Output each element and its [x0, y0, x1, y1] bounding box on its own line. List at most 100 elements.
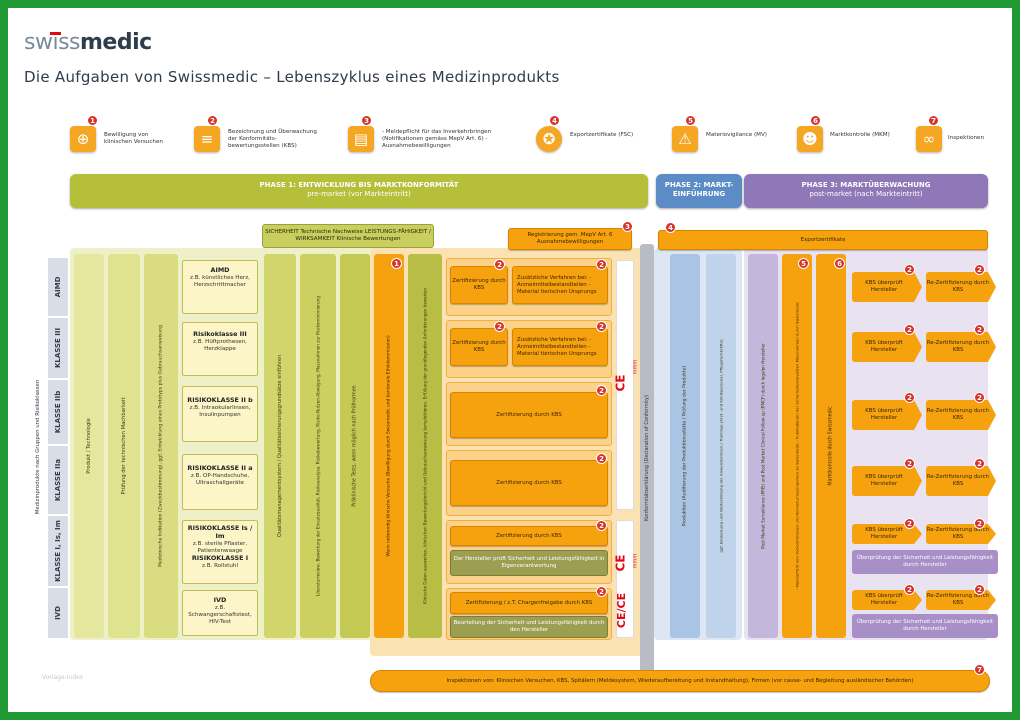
marker-2: 2 [494, 259, 505, 270]
ueberpruefung-sicherheit-box: Überprüfung der Sicherheit und Leistungs… [852, 614, 998, 638]
kbs-ueberprueft-arrow: KBS überprüft Hersteller [852, 466, 922, 496]
ce-strip-lower [616, 520, 634, 638]
zert-kbs-box-iia: Zertifizierung durch KBS [450, 460, 608, 506]
legend-number: 3 [361, 115, 372, 126]
corner-stamp: Vorlage-Index [42, 674, 84, 681]
zert-kbs-box-iib: Zertifizierung durch KBS [450, 392, 608, 438]
marker-3: 3 [622, 221, 633, 232]
marker-2: 2 [596, 259, 607, 270]
marker-2: 2 [596, 586, 607, 597]
inspector-person-icon: ☻ [797, 126, 823, 152]
legend-text: Marktkontrolle (MKM) [830, 132, 890, 138]
marker-2: 2 [904, 458, 915, 469]
marker-5: 5 [798, 258, 809, 269]
column-literatur: Literaturreview, Bewertung der Einsatzqu… [300, 254, 336, 638]
phase-3-subtitle: post-market (nach Markteintritt) [809, 190, 923, 198]
magnifier-plus-icon: ⊕ [70, 126, 96, 152]
phase-1-subtitle: pre-market (vor Markteintritt) [307, 190, 411, 198]
beurteilung-box: Beurteilung der Sicherheit und Leistungs… [450, 616, 608, 638]
kbs-ueberprueft-arrow: KBS überprüft Hersteller [852, 332, 922, 362]
ce-strip-upper [616, 260, 634, 510]
phase-3-title: PHASE 3: MARKTÜBERWACHUNG [801, 181, 931, 189]
marker-2: 2 [974, 584, 985, 595]
sicherheit-box: SICHERHEIT Technische Nachweise LEISTUNG… [262, 224, 434, 248]
marker-2: 2 [904, 392, 915, 403]
swissmedic-logo: swissmedic [24, 30, 152, 55]
rezert-arrow-small: Re-Zertifizierung durch KBS [926, 524, 996, 544]
column-produkt: Produkt / Technologie [74, 254, 104, 638]
legend-number: 2 [207, 115, 218, 126]
side-group-label: Medizinprodukte nach Gruppen und Risikok… [35, 379, 41, 515]
class-label-iii: KLASSE III [48, 318, 68, 378]
rezert-arrow: Re-Zertifizierung durch KBS [926, 400, 996, 430]
rezert-arrow: Re-Zertifizierung durch KBS [926, 466, 996, 496]
legend-text: Materiovigilance (MV) [706, 132, 767, 138]
kbs-ueberprueft-arrow: KBS überprüft Hersteller [852, 400, 922, 430]
column-produktion: Produktion (Auditierung der Produktionss… [670, 254, 700, 638]
zusatz-box-aimd: Zusätzliche Verfahren bei: - Arzneimitte… [512, 266, 608, 304]
logo-red-accent [50, 32, 61, 35]
ce-double-mark: CE/CE [615, 592, 629, 629]
exportzertifikate-box: Exportzertifikate [658, 230, 988, 250]
marker-4: 4 [665, 222, 676, 233]
hersteller-prueft-box: Der Hersteller prüft Sicherheit und Leis… [450, 550, 608, 576]
document-icon: ≡ [194, 126, 220, 152]
column-qualitaet: Qualitätsmanagementsystem / Qualitätssic… [264, 254, 296, 638]
legend-text: Exportzertifikate (FSC) [570, 132, 634, 138]
marker-1: 1 [391, 258, 402, 269]
rezert-arrow: Re-Zertifizierung durch KBS [926, 332, 996, 362]
legend-number: 1 [87, 115, 98, 126]
legend-number: 7 [928, 115, 939, 126]
legend-number: 4 [549, 115, 560, 126]
ce-mark: CE [613, 374, 628, 392]
column-klinisch: Klinische Daten auswerten, klinischen Be… [408, 254, 442, 638]
legend-text: - Meldepflicht für das Inverkehrbringen … [382, 129, 492, 149]
marker-2: 2 [596, 520, 607, 531]
marker-2: 2 [974, 458, 985, 469]
marker-6: 6 [834, 258, 845, 269]
zusatz-box-iii: Zusätzliche Verfahren bei: - Arzneimitte… [512, 328, 608, 366]
column-konformitaet: Konformitätserklärung (Declaration of Co… [640, 244, 654, 672]
column-versuche: Wenn notwendig klinische Versuche (Bewil… [374, 254, 404, 638]
legend-text: Bewilligung von klinischen Versuchen [104, 132, 163, 145]
marker-2: 2 [904, 584, 915, 595]
kbs-ueberprueft-arrow-small: KBS überprüft Hersteller [852, 590, 922, 610]
phase-2-title: PHASE 2: MARKT- [664, 181, 734, 189]
phase-1-title: PHASE 1: ENTWICKLUNG BIS MARKTKONFORMITÄ… [259, 181, 459, 189]
class-label-iia: KLASSE IIa [48, 446, 68, 514]
zert-kbs-box-i: Zertifizierung durch KBS [450, 526, 608, 546]
kbs-ueberprueft-arrow: KBS überprüft Hersteller [852, 272, 922, 302]
phase-2-title-2: EINFÜHRUNG [672, 190, 726, 198]
ueberpruefung-sicherheit-box: Überprüfung der Sicherheit und Leistungs… [852, 550, 998, 574]
marker-2: 2 [904, 518, 915, 529]
class-label-i: KLASSE I, Is, Im [48, 516, 68, 586]
marker-7: 7 [974, 664, 985, 675]
binoculars-icon: ∞ [916, 126, 942, 152]
marker-2: 2 [974, 264, 985, 275]
class-label-aimd: AIMD [48, 258, 68, 316]
column-meldepflicht: - Meldepflicht von Vorkommnissen und Kor… [782, 254, 812, 638]
phase-3-panel [744, 248, 988, 640]
marker-2: 2 [974, 518, 985, 529]
marker-2: 2 [974, 324, 985, 335]
phase-1-banner: PHASE 1: ENTWICKLUNG BIS MARKTKONFORMITÄ… [70, 174, 648, 208]
rezert-arrow-small: Re-Zertifizierung durch KBS [926, 590, 996, 610]
ce-code: mmm [632, 359, 639, 375]
zert-charge-box: Zertifizierung / z.T. Chargenfreigabe du… [450, 592, 608, 614]
folders-icon: ▤ [348, 126, 374, 152]
column-einweisung: ggf. Einweisung und Weiterbildung der An… [706, 254, 736, 638]
phase-2-banner: PHASE 2: MARKT- EINFÜHRUNG [656, 174, 742, 208]
marker-2: 2 [596, 385, 607, 396]
column-pruefung: Prüfung der technischen Machbarkeit [108, 254, 140, 638]
page-title: Die Aufgaben von Swissmedic – Lebenszykl… [24, 68, 560, 86]
phase-3-banner: PHASE 3: MARKTÜBERWACHUNG post-market (n… [744, 174, 988, 208]
registrierung-box: Registrierung gem. MepV Art. 6 Ausnahmeb… [508, 228, 632, 250]
marker-2: 2 [596, 321, 607, 332]
inspektionen-bar: Inspektionen von: Klinischen Versuchen, … [370, 670, 990, 692]
marker-2: 2 [904, 324, 915, 335]
